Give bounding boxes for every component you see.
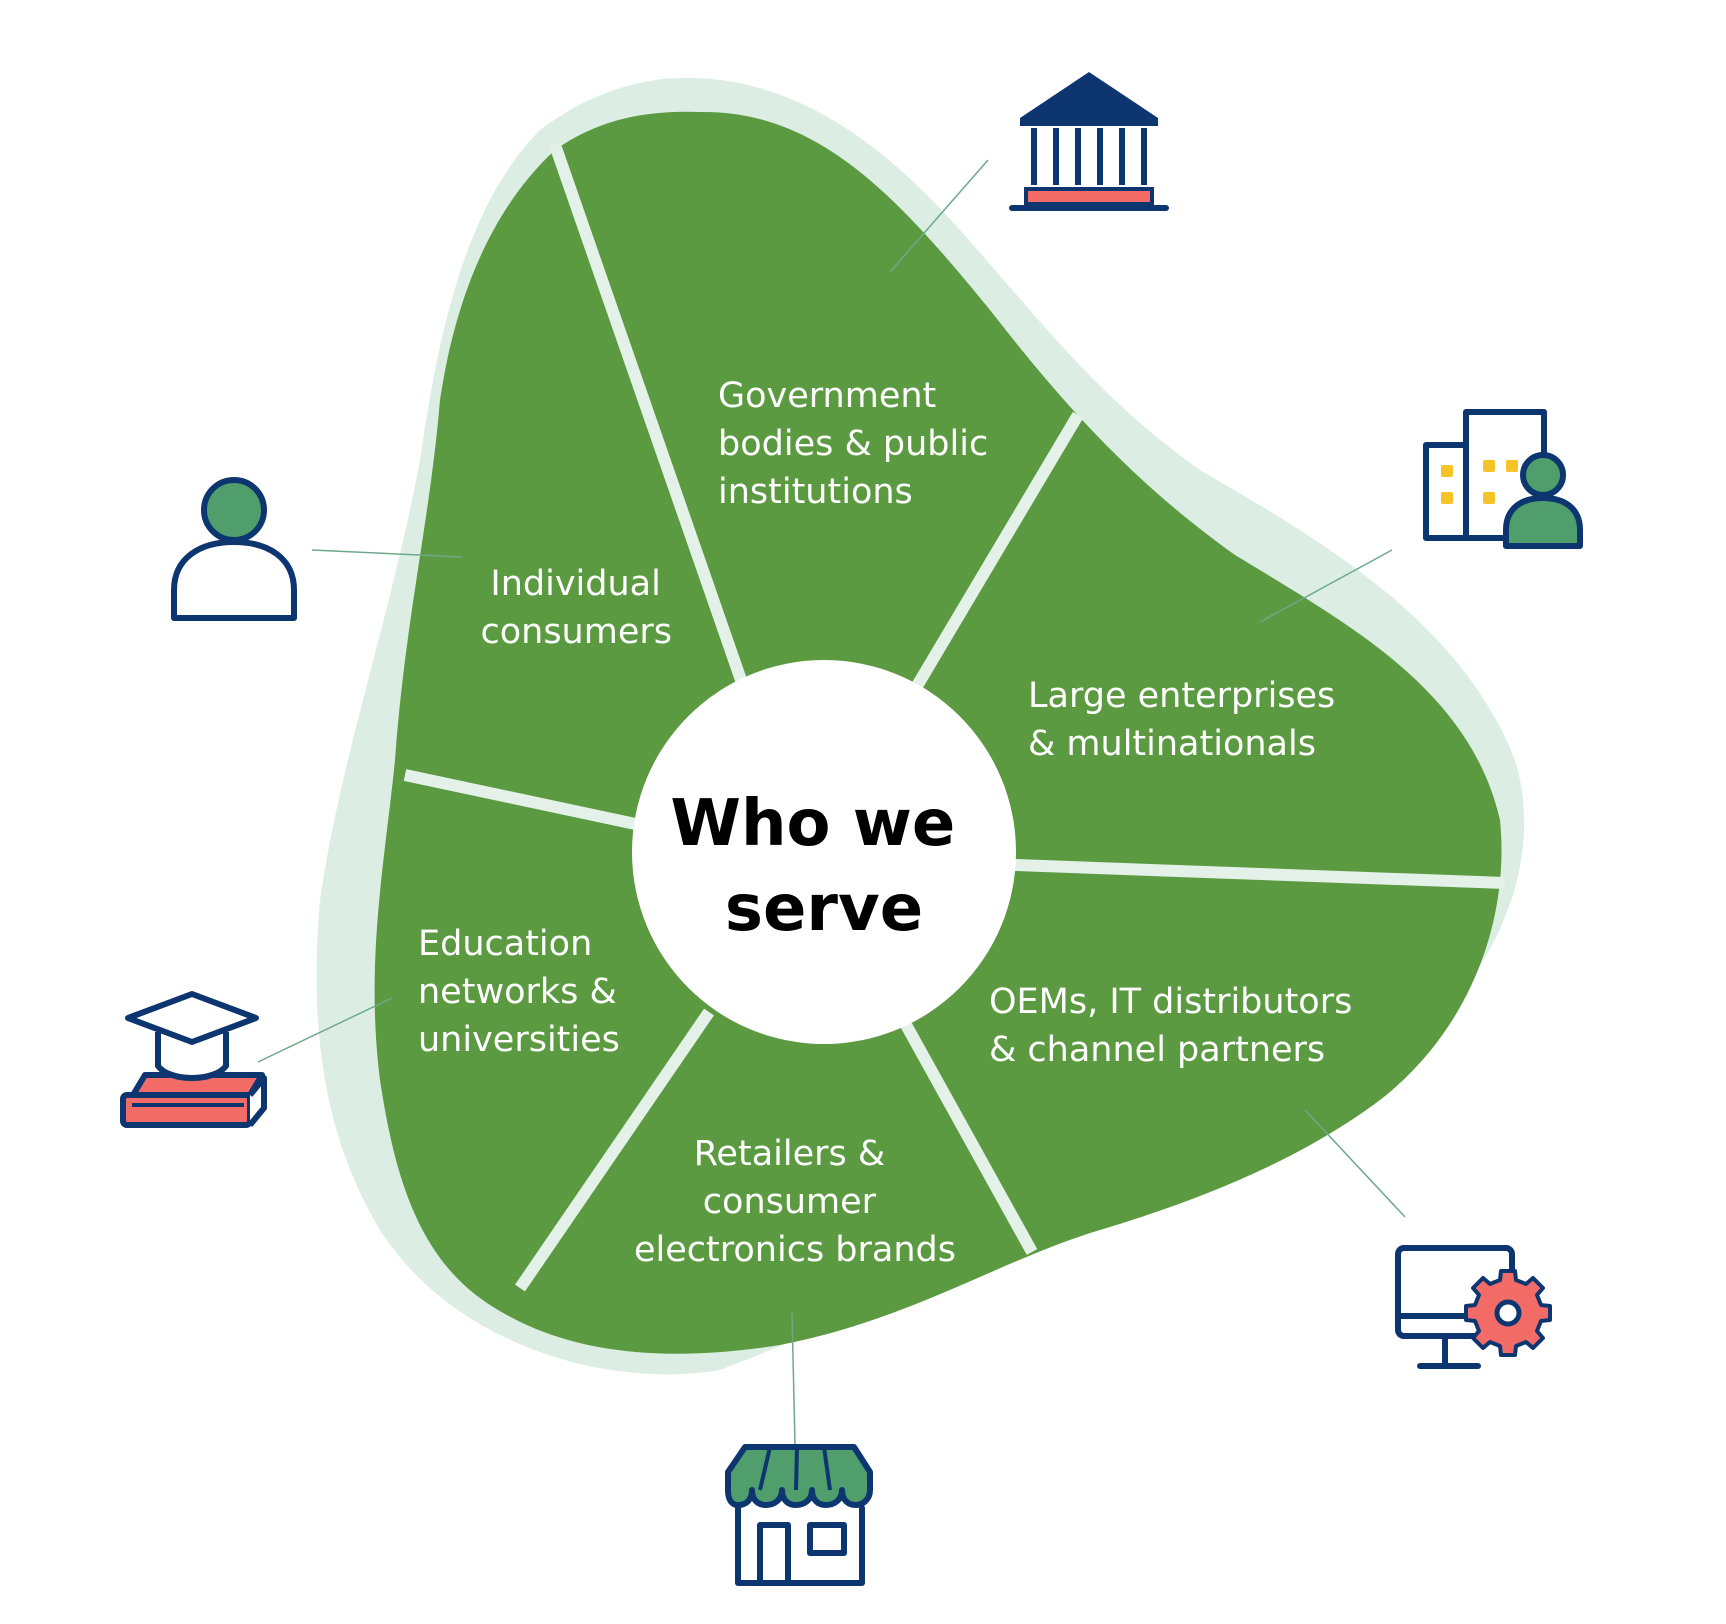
segment-label-line: consumer: [703, 1182, 877, 1222]
segment-label-line: networks &: [418, 972, 617, 1012]
divider-government-enterprises: [908, 411, 1084, 695]
divider-enterprises-oems: [1014, 859, 1506, 889]
segment-label-line: & channel partners: [989, 1030, 1325, 1070]
segment-label-government: Government bodies & public institutions: [718, 376, 999, 512]
segment-label-line: electronics brands: [634, 1230, 956, 1270]
divider-retailers-education: [515, 1008, 714, 1292]
segment-label-individual: Individual consumers: [480, 564, 672, 652]
divider-individual-government: [549, 143, 747, 682]
center-title-line: serve: [725, 872, 923, 946]
segment-label-line: consumers: [480, 612, 672, 652]
divider-oems-retailers: [899, 1020, 1038, 1255]
divider-education-individual: [403, 769, 642, 831]
segment-label-line: Education: [418, 924, 592, 964]
person-icon: [171, 477, 297, 621]
segment-label-oems: OEMs, IT distributors & channel partners: [989, 982, 1364, 1070]
leader-line-government: [889, 159, 989, 273]
segment-label-retailers: Retailers & consumer electronics brands: [634, 1134, 956, 1270]
segment-label-line: bodies & public: [718, 424, 988, 464]
segment-label-line: Government: [718, 376, 936, 416]
leader-line-individual: [311, 549, 463, 558]
segment-label-line: Individual: [490, 564, 660, 604]
segment-dividers: [403, 143, 1506, 1292]
leader-line-oems: [1304, 1109, 1406, 1218]
leader-lines: [257, 159, 1406, 1446]
segment-label-line: Retailers &: [694, 1134, 885, 1174]
segment-label-line: OEMs, IT distributors: [989, 982, 1352, 1022]
center-circle: [632, 660, 1016, 1044]
leader-line-education: [257, 997, 393, 1063]
leader-line-enterprises: [1259, 549, 1393, 623]
leader-line-retailers: [791, 1311, 796, 1446]
storefront-icon: [725, 1444, 873, 1586]
segment-label-line: & multinationals: [1028, 724, 1316, 764]
office-person-icon: [1423, 409, 1583, 549]
segment-label-line: universities: [418, 1020, 620, 1060]
center-title-line: Who we: [670, 787, 955, 861]
segment-label-line: Large enterprises: [1028, 676, 1335, 716]
computer-gear-icon: [1395, 1245, 1552, 1369]
center-title: Who we serve: [670, 787, 977, 946]
segment-label-line: institutions: [718, 472, 913, 512]
segment-label-enterprises: Large enterprises & multinationals: [1028, 676, 1346, 764]
government-building-icon: [1009, 72, 1169, 211]
segment-label-education: Education networks & universities: [418, 924, 628, 1060]
graduation-cap-book-icon: [120, 991, 267, 1128]
